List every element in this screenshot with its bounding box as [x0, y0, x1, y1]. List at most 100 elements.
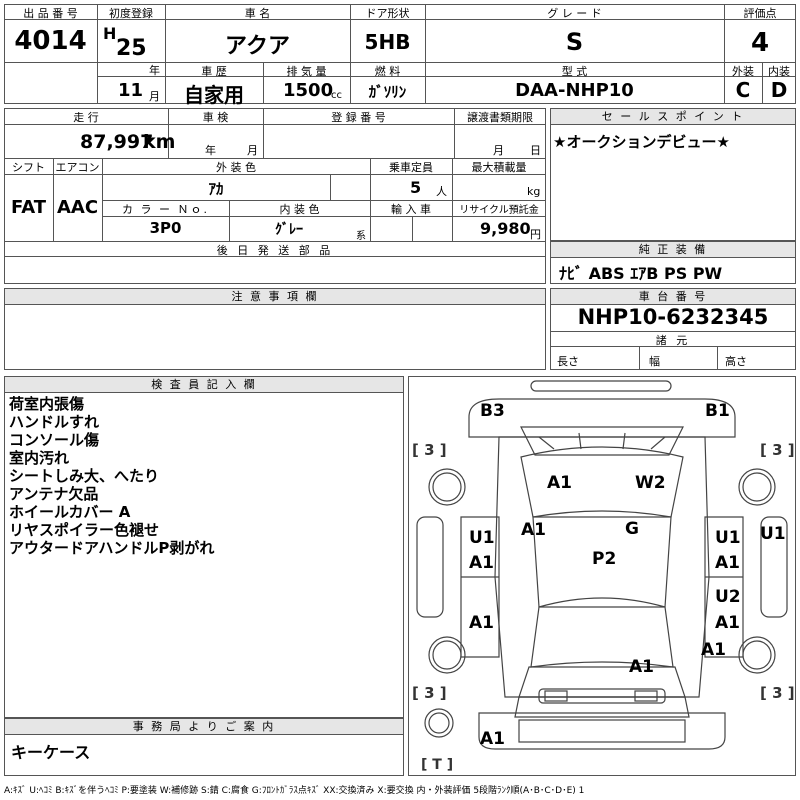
- inspector-note: アンテナ欠品: [9, 485, 99, 503]
- displacement-label: 排 気 量: [286, 65, 327, 78]
- model-label: 型 式: [561, 65, 588, 78]
- door-label: ドア形状: [365, 7, 410, 20]
- inspector-label: 検 査 員 記 入 欄: [5, 377, 403, 393]
- caution-box: 注 意 事 項 欄: [4, 288, 546, 370]
- damage-mark-u1: U1: [715, 528, 741, 548]
- damage-mark-a1: A1: [701, 640, 726, 660]
- car-outline-diagram: [416, 380, 788, 750]
- damage-mark-u1: U1: [469, 528, 495, 548]
- model: DAA-NHP10: [515, 80, 634, 101]
- transfer-label: 譲渡書類期限: [467, 111, 533, 124]
- first-reg-label: 初度登録: [109, 7, 153, 20]
- transfer-day-unit: 日: [530, 144, 541, 157]
- shift: FAT: [10, 197, 47, 218]
- tire-tread-bracket: [ 3 ]: [412, 684, 447, 702]
- damage-mark-a1: A1: [715, 613, 740, 633]
- inspector-note: アウタードアハンドルP剥がれ: [9, 539, 215, 557]
- inspector-note: ホイールカバー A: [9, 503, 131, 521]
- damage-mark-a1: A1: [715, 553, 740, 573]
- lot-no: 4014: [14, 26, 87, 56]
- recycle: 9,980: [480, 219, 531, 238]
- displacement: 1500: [283, 80, 334, 101]
- load-unit: kg: [527, 185, 541, 198]
- score-label: 評価点: [743, 7, 777, 20]
- interior-color: ｸﾞﾚｰ: [275, 222, 303, 238]
- load-label: 最大積載量: [471, 161, 527, 174]
- door: 5HB: [364, 30, 411, 54]
- tire-tread-bracket: [ 3 ]: [760, 684, 795, 702]
- int-score: D: [770, 78, 788, 102]
- genuine-equipment: ﾅﾋﾞ ABS ｴｱB PS PW: [559, 264, 723, 283]
- capacity: 5: [410, 178, 422, 197]
- year-unit: 年: [149, 64, 160, 77]
- color-no-label: カ ラ ー Ｎｏ.: [122, 203, 209, 216]
- inspector-note: シートしみ大、へたり: [9, 467, 160, 485]
- damage-mark-a1: A1: [480, 729, 505, 749]
- vehicle-info-table: [4, 108, 546, 284]
- color-label: 外 装 色: [216, 161, 256, 174]
- height-label: 高さ: [725, 355, 747, 368]
- insp-month-unit: 月: [247, 144, 258, 157]
- month: 11: [118, 80, 144, 101]
- genuine-equipment-box: 純 正 装 備 ﾅﾋﾞ ABS ｴｱB PS PW: [550, 241, 796, 284]
- ac-label: エアコン: [55, 161, 100, 174]
- era: H: [103, 24, 117, 43]
- chassis-box: 車 台 番 号 NHP10-6232345 諸 元 長さ 幅 高さ: [550, 288, 796, 370]
- interior-color-label: 内 装 色: [279, 203, 320, 216]
- damage-mark-a1: A1: [629, 657, 654, 677]
- lot-no-label: 出 品 番 号: [23, 7, 78, 20]
- damage-mark-b3: B3: [480, 401, 505, 421]
- sales-point-box: セ ー ル ス ポ イ ン ト ★オークションデビュー★: [550, 108, 796, 241]
- damage-mark-a1: A1: [469, 553, 494, 573]
- sales-point-label: セ ー ル ス ポ イ ン ト: [551, 109, 795, 125]
- inspector-notes: 荷室内張傷 ハンドルすれ コンソール傷 室内汚れ シートしみ大、へたり アンテナ…: [9, 395, 214, 557]
- shift-label: シフト: [12, 161, 45, 174]
- capacity-label: 乗車定員: [389, 161, 433, 174]
- later-parts-label: 後 日 発 送 部 品: [216, 244, 334, 257]
- inspector-note: 室内汚れ: [9, 449, 70, 467]
- displacement-unit: cc: [331, 90, 342, 101]
- color-no: 3P0: [149, 219, 182, 237]
- capacity-unit: 人: [436, 185, 447, 198]
- score: 4: [750, 28, 770, 58]
- inspector-note: リヤスポイラー色褪せ: [9, 521, 160, 539]
- chassis-number: NHP10-6232345: [577, 305, 769, 329]
- inspector-note: 荷室内張傷: [9, 395, 85, 413]
- damage-mark-p2: P2: [592, 549, 617, 569]
- damage-mark-a1: A1: [547, 473, 572, 493]
- header-block: [4, 4, 796, 104]
- mileage: 87,997: [80, 131, 154, 153]
- inspection-label: 車 検: [202, 111, 229, 124]
- damage-mark-a1: A1: [521, 520, 546, 540]
- transfer-month-unit: 月: [493, 144, 504, 157]
- ext-label: 外装: [732, 65, 754, 78]
- history: 自家用: [184, 83, 244, 107]
- office-notes-box: 事 務 局 よ り ご 案 内 キーケース: [4, 718, 404, 776]
- year: 25: [116, 36, 147, 61]
- recycle-label: リサイクル預託金: [459, 205, 539, 216]
- damage-mark-b1: B1: [705, 401, 730, 421]
- reg-no-label: 登 録 番 号: [331, 111, 386, 124]
- fuel: ｶﾞｿﾘﾝ: [368, 83, 407, 101]
- ac: AAC: [56, 197, 99, 218]
- int-label: 内装: [768, 65, 790, 78]
- office-text: キーケース: [11, 743, 91, 762]
- office-label: 事 務 局 よ り ご 案 内: [5, 719, 403, 735]
- mileage-unit: km: [143, 131, 176, 153]
- chassis-label: 車 台 番 号: [551, 289, 795, 305]
- specs-label: 諸 元: [655, 334, 691, 347]
- car-diagram: B3 B1 A1 W2 A1 G U1 A1 A1 P2 U1 A1 U2 A1…: [408, 376, 796, 776]
- recycle-unit: 円: [530, 228, 541, 241]
- inspector-note: ハンドルすれ: [9, 413, 100, 431]
- damage-mark-w2: W2: [635, 473, 666, 493]
- damage-mark-u1: U1: [760, 524, 786, 544]
- spare-tire-bracket: [ T ]: [421, 757, 454, 773]
- damage-mark-g: G: [625, 519, 639, 539]
- damage-mark-a1: A1: [469, 613, 494, 633]
- grade: S: [565, 28, 584, 56]
- import-label: 輸 入 車: [391, 203, 431, 216]
- grade-label: グ レ ー ド: [547, 7, 602, 20]
- tire-tread-bracket: [ 3 ]: [412, 441, 447, 459]
- mileage-label: 走 行: [73, 111, 99, 124]
- damage-mark-u2: U2: [715, 587, 741, 607]
